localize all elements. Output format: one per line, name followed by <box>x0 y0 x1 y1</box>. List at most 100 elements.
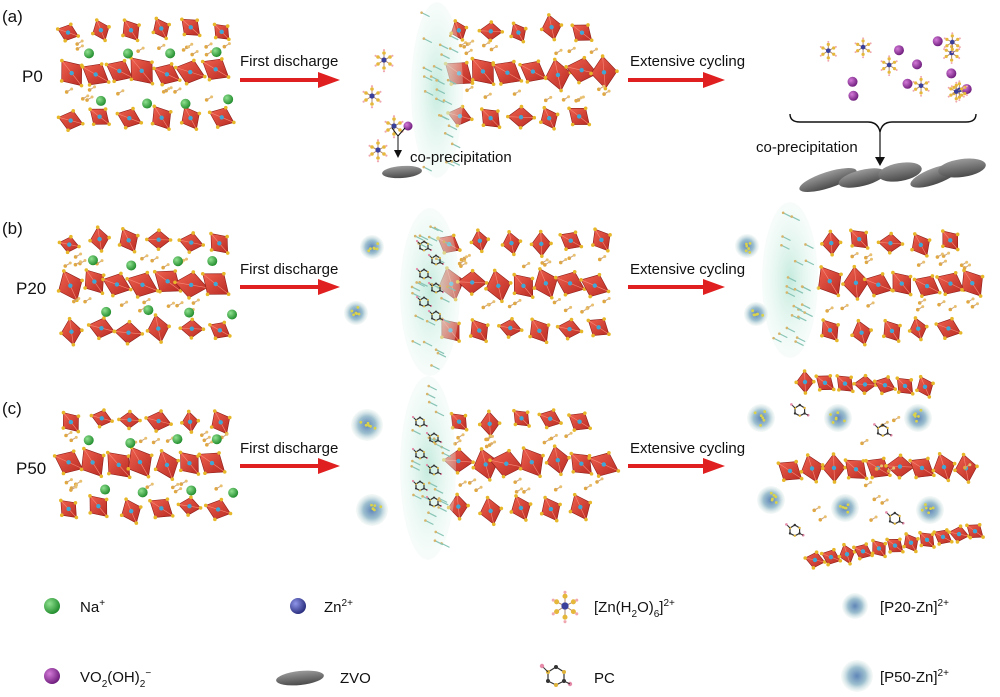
panel-a-sample: P0 <box>22 67 43 86</box>
na-ion <box>184 307 195 318</box>
legend: Na+ Zn2+ [Zn(H2O)6]2+ [P20-Zn]2+ VO2(OH)… <box>44 590 949 692</box>
na-ion <box>125 437 136 448</box>
polymer-zn-complex <box>360 235 384 259</box>
na-ion <box>227 309 238 320</box>
pc-molecule <box>539 663 573 687</box>
legend-p50-label: [P50-Zn]2+ <box>880 668 949 686</box>
pc-molecule <box>425 463 443 476</box>
na-ion <box>95 95 106 106</box>
na-ion <box>83 48 94 59</box>
na-ion <box>165 48 176 59</box>
na-ion <box>180 98 191 109</box>
vo2-ion <box>893 45 904 56</box>
zvo-precipitate <box>838 168 886 188</box>
zvo-precipitate <box>938 158 986 178</box>
panel-b-sample: P20 <box>16 279 46 298</box>
molecules <box>344 32 986 537</box>
na-ion <box>186 485 197 496</box>
zn-hexaaqua-molecule <box>854 37 872 59</box>
na-ion <box>123 48 134 59</box>
zn-hexaaqua-molecule <box>912 75 930 97</box>
legend-zn-label: Zn2+ <box>324 598 353 616</box>
na-ion <box>211 47 222 58</box>
legend-zn-hexaaqua-label: [Zn(H2O)6]2+ <box>594 598 675 620</box>
panel-b-step1: First discharge <box>240 261 338 278</box>
pc-molecule <box>873 423 893 437</box>
legend-vo2-icon <box>44 668 60 684</box>
panel-b-tag: (b) <box>2 219 23 238</box>
pc-molecule <box>411 447 429 460</box>
panel-c-step2: Extensive cycling <box>630 440 745 457</box>
legend-zvo-icon <box>276 670 324 686</box>
vo2-ion <box>932 36 943 47</box>
na-ion <box>207 256 218 267</box>
legend-na-label: Na+ <box>80 598 105 616</box>
panel-c-step1: First discharge <box>240 440 338 457</box>
pc-molecule <box>415 239 433 252</box>
pc-molecule <box>425 495 443 508</box>
legend-zn-hexaaqua-icon <box>551 590 579 624</box>
sei-layer <box>400 208 460 376</box>
vo2-ion <box>847 76 858 87</box>
sei-layers <box>400 2 818 560</box>
process-arrows <box>240 72 977 474</box>
polymer-zn-complex <box>904 404 932 432</box>
pc-molecule <box>785 523 805 537</box>
zn-hexaaqua-molecule <box>819 40 837 62</box>
layered-crystal <box>441 408 621 527</box>
vo2-ion <box>848 90 859 101</box>
zvo-precipitate <box>799 168 857 192</box>
legend-zvo-label: ZVO <box>340 670 371 687</box>
na-ion <box>87 255 98 266</box>
zn-hexaaqua-molecule <box>880 55 898 77</box>
zn-hexaaqua-molecule <box>943 32 961 54</box>
zn-hexaaqua-molecule <box>374 49 394 73</box>
panel-a-tag: (a) <box>2 7 23 26</box>
legend-na-icon <box>44 598 60 614</box>
na-ion <box>101 306 112 317</box>
na-ion <box>126 260 137 271</box>
polymer-zn-complex <box>356 494 388 526</box>
layered-crystal <box>52 408 239 525</box>
pc-molecule <box>427 281 445 294</box>
panel-a-step1: First discharge <box>240 53 338 70</box>
layered-crystal <box>55 16 236 133</box>
vo2-ion <box>403 121 413 131</box>
pc-molecule <box>427 253 445 266</box>
pc-molecule <box>425 431 443 444</box>
legend-zn-icon <box>290 598 306 614</box>
na-ion <box>228 487 239 498</box>
panel-a-step2: Extensive cycling <box>630 53 745 70</box>
zn-hexaaqua-molecule <box>362 85 382 109</box>
zn-hexaaqua-molecule <box>551 590 579 624</box>
pc-molecule <box>790 403 810 417</box>
pc-molecule <box>415 267 433 280</box>
na-ion <box>100 484 111 495</box>
polymer-zn-complex <box>916 496 944 524</box>
na-ion <box>172 434 183 445</box>
sei-layer <box>400 376 456 560</box>
exfoliated-crystal <box>776 369 985 570</box>
zn-hexaaqua-molecule <box>947 81 965 103</box>
pc-molecule <box>427 309 445 322</box>
na-ion <box>137 487 148 498</box>
panel-c-tag: (c) <box>2 399 22 418</box>
polymer-zn-complex <box>824 404 852 432</box>
layered-crystal <box>56 225 238 347</box>
panel-c-sample: P50 <box>16 459 46 478</box>
zn-hexaaqua-molecule <box>368 139 388 163</box>
crystal-structures <box>52 13 985 570</box>
panel-a-note1: co-precipitation <box>410 149 512 166</box>
zvo-precipitate <box>878 162 922 182</box>
na-ion <box>143 305 154 316</box>
sei-layer <box>762 202 818 358</box>
na-ion <box>142 98 153 109</box>
vo2-ion <box>912 59 923 70</box>
layered-crystal <box>436 227 612 345</box>
na-ion <box>172 256 183 267</box>
zn-hexaaqua-molecule <box>384 115 404 139</box>
na-ion <box>223 94 234 105</box>
na-ion <box>83 435 94 446</box>
legend-p20-label: [P20-Zn]2+ <box>880 598 949 616</box>
